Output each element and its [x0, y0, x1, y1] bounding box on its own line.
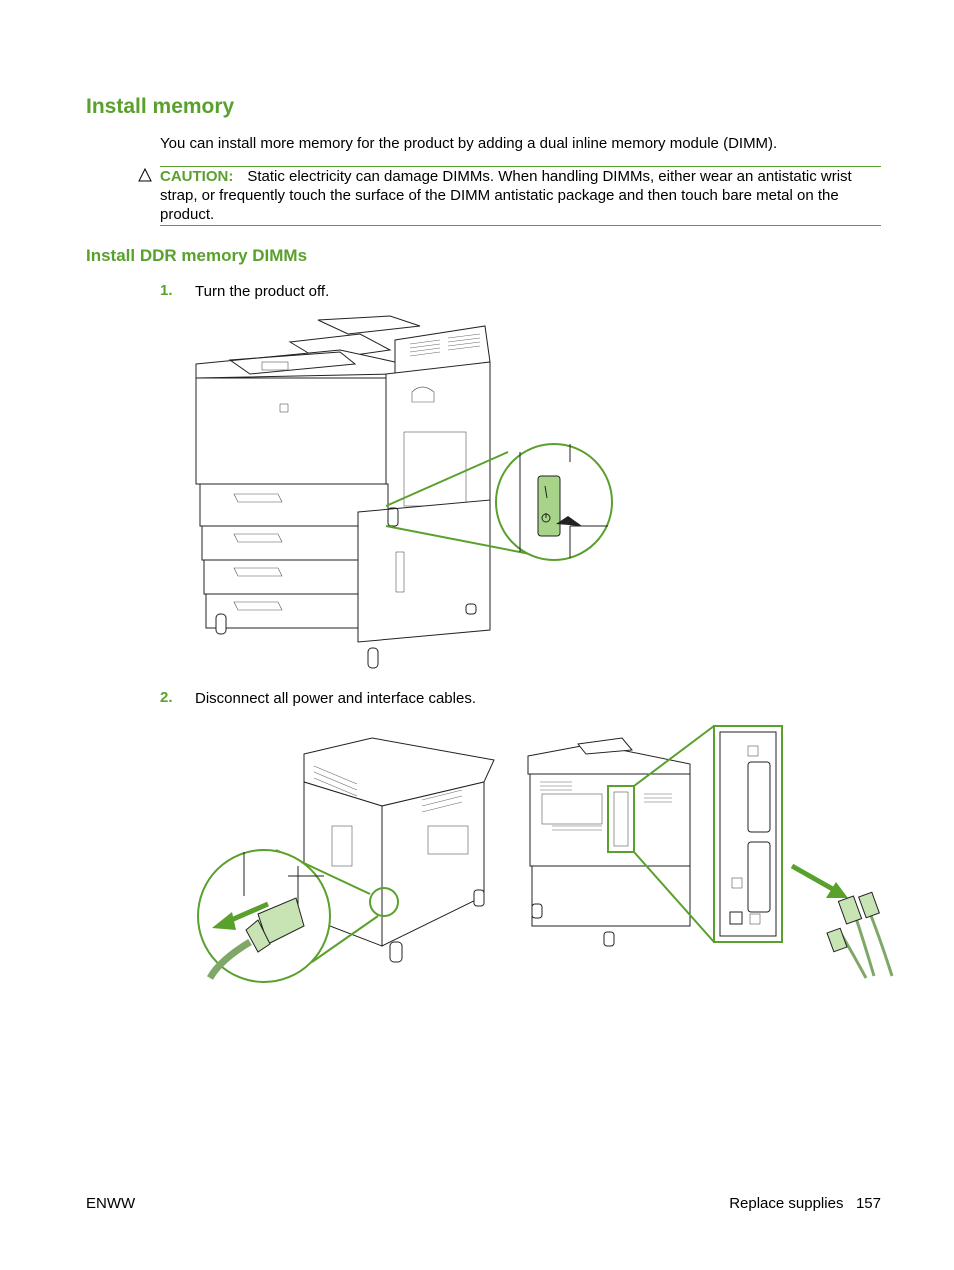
footer-left: ENWW [86, 1195, 136, 1212]
caution-text: Static electricity can damage DIMMs. Whe… [160, 168, 852, 223]
step-1-text: Turn the product off. [195, 283, 330, 300]
step-1-number: 1. [160, 282, 173, 299]
footer-section: Replace supplies [729, 1195, 844, 1212]
page-title: Install memory [86, 95, 235, 118]
printer-power-switch-illustration [195, 315, 613, 669]
step-2-number: 2. [160, 689, 173, 706]
interface-cables-illustration [527, 725, 894, 979]
step-2-text: Disconnect all power and interface cable… [195, 690, 476, 707]
section-heading: Install DDR memory DIMMs [86, 246, 308, 265]
footer-right: Replace supplies 157 [729, 1194, 881, 1213]
intro-paragraph: You can install more memory for the prod… [160, 135, 778, 152]
caution-box [160, 166, 881, 226]
power-cable-disconnect-illustration [197, 737, 495, 983]
caution-label: CAUTION: [160, 168, 234, 185]
page-number: 157 [855, 1195, 881, 1212]
caution-note: CAUTION:Static electricity can damage DI… [160, 167, 881, 224]
caution-triangle-icon [138, 168, 152, 182]
